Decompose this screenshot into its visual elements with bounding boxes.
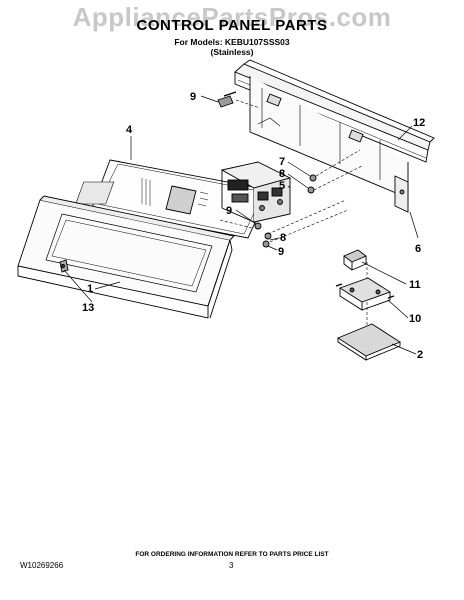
clip-13-part (59, 259, 69, 273)
rear-bracket-part (234, 59, 435, 213)
control-board-part (220, 161, 292, 223)
square-plate-part (337, 323, 401, 361)
ordering-note: FOR ORDERING INFORMATION REFER TO PARTS … (135, 551, 329, 558)
page-title: CONTROL PANEL PARTS (136, 17, 328, 34)
small-bracket-part (343, 249, 367, 271)
callout-label: 2 (417, 349, 423, 361)
callout-label: 9 (278, 246, 284, 258)
callout-label: 11 (409, 279, 421, 291)
callout-label: 8 (280, 232, 286, 244)
callout-label: 5 (279, 180, 285, 192)
callout-label: 7 (279, 156, 285, 168)
wiring-bracket-part (335, 277, 395, 311)
callout-label: 9 (226, 205, 232, 217)
callout-label: 8 (279, 168, 285, 180)
callout-label: 9 (190, 91, 196, 103)
board-screws (254, 174, 317, 248)
callout-label: 1 (87, 283, 93, 295)
screw-9-top (217, 91, 237, 108)
callout-label: 6 (415, 243, 421, 255)
model-info: For Models: KEBU107SSS03 (Stainless) (0, 37, 464, 57)
page-number: 3 (229, 561, 234, 570)
callout-label: 12 (413, 117, 425, 129)
callout-label: 4 (126, 124, 133, 136)
watermark-text: AppliancePartsPros.com (72, 2, 392, 32)
callout-label: 13 (82, 302, 94, 314)
document-number: W10269266 (20, 561, 64, 570)
callout-label: 10 (409, 313, 421, 325)
finish-label: (Stainless) (210, 47, 254, 57)
leader-lines (63, 95, 419, 355)
overlay-panel-part (75, 159, 271, 239)
model-number: For Models: KEBU107SSS03 (174, 37, 290, 47)
console-trim-part (17, 195, 235, 319)
